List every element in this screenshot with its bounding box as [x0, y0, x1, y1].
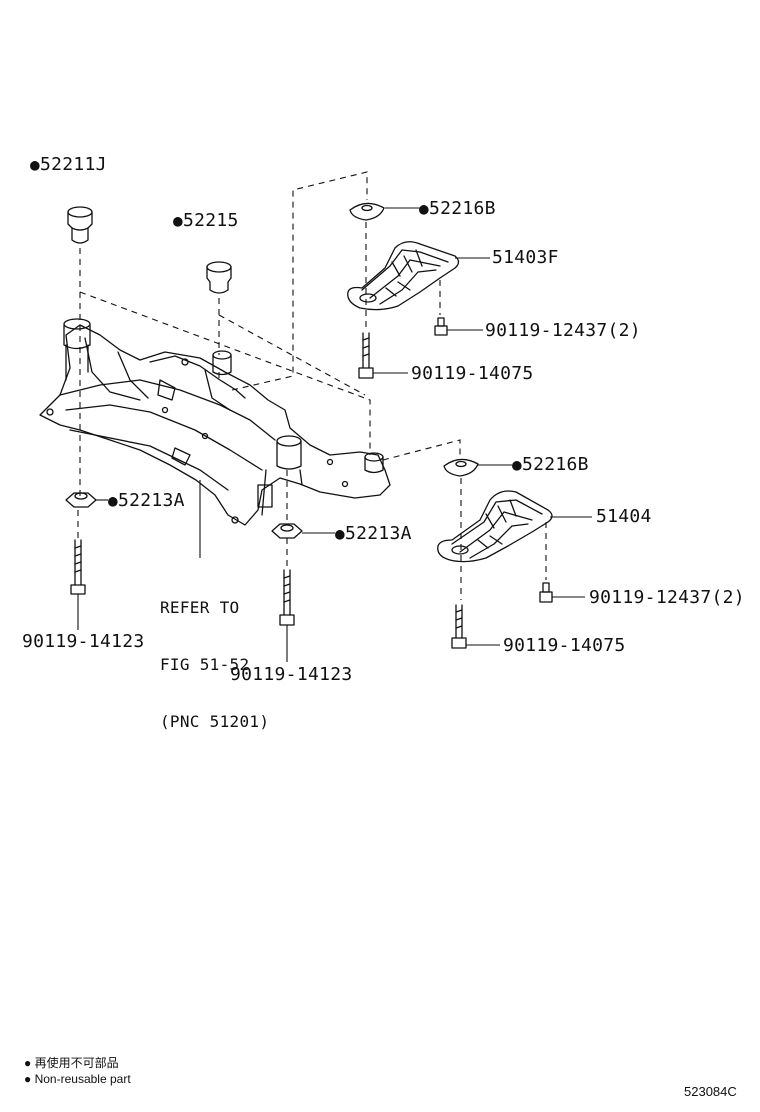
non-reusable-marker: ● [335, 524, 345, 543]
bushing-52211J [67, 206, 93, 244]
legend-en: ● Non-reusable part [24, 1072, 131, 1086]
part-label-52213A-left: ●52213A [108, 490, 185, 511]
stopper-52216B-lower [443, 458, 479, 477]
part-label-90119-14123-left: 90119-14123 [22, 631, 145, 652]
part-label-52211J: ●52211J [30, 154, 107, 175]
part-number: 52213A [117, 490, 185, 511]
part-label-52215: ●52215 [173, 210, 239, 231]
part-label-90119-14075-upper: 90119-14075 [411, 363, 534, 384]
brace-51404 [437, 490, 553, 563]
legend-jp-text: 再使用不可部品 [34, 1056, 119, 1070]
bushing-52215 [206, 261, 232, 294]
part-label-52216B-upper: ●52216B [419, 198, 496, 219]
legend-en-text: Non-reusable part [34, 1072, 131, 1086]
part-label-90119-14123-center: 90119-14123 [230, 664, 353, 685]
part-number: 52216B [428, 198, 496, 219]
reference-note-line3: (PNC 51201) [160, 712, 270, 731]
brace-51403F [347, 241, 460, 311]
part-label-90119-14075-lower: 90119-14075 [503, 635, 626, 656]
non-reusable-marker: ● [24, 1072, 32, 1086]
non-reusable-marker: ● [24, 1056, 32, 1070]
suspension-crossmember [39, 318, 391, 526]
stopper-52213A-left [65, 492, 97, 508]
stopper-52213A-center [271, 523, 303, 539]
bolt-90119-14123-center [279, 569, 295, 626]
part-number: 52215 [182, 210, 239, 231]
reference-note: REFER TO FIG 51-52 (PNC 51201) [160, 560, 269, 750]
non-reusable-marker: ● [108, 491, 118, 510]
part-number: 52216B [521, 454, 589, 475]
non-reusable-marker: ● [30, 155, 40, 174]
part-label-52213A-center: ●52213A [335, 523, 412, 544]
part-label-51403F: 51403F [492, 247, 559, 268]
part-number: 52211J [39, 154, 107, 175]
document-id: 523084C [684, 1084, 737, 1099]
non-reusable-marker: ● [173, 211, 183, 230]
part-label-51404: 51404 [596, 506, 652, 527]
reference-note-line1: REFER TO [160, 598, 240, 617]
bolt-90119-12437-upper [434, 317, 448, 336]
part-label-52216B-lower: ●52216B [512, 454, 589, 475]
stopper-52216B-upper [349, 202, 385, 221]
part-number: 52213A [344, 523, 412, 544]
non-reusable-marker: ● [419, 199, 429, 218]
legend-jp: ● 再使用不可部品 [24, 1054, 119, 1071]
bolt-90119-12437-lower [539, 582, 553, 603]
bolt-90119-14075-upper [358, 332, 374, 379]
bolt-90119-14123-left [70, 539, 86, 595]
bolt-90119-14075-lower [451, 604, 467, 649]
part-label-90119-12437-upper: 90119-12437(2) [485, 320, 641, 341]
part-label-90119-12437-lower: 90119-12437(2) [589, 587, 745, 608]
non-reusable-marker: ● [512, 455, 522, 474]
reference-note-line2: FIG 51-52 [160, 655, 250, 674]
